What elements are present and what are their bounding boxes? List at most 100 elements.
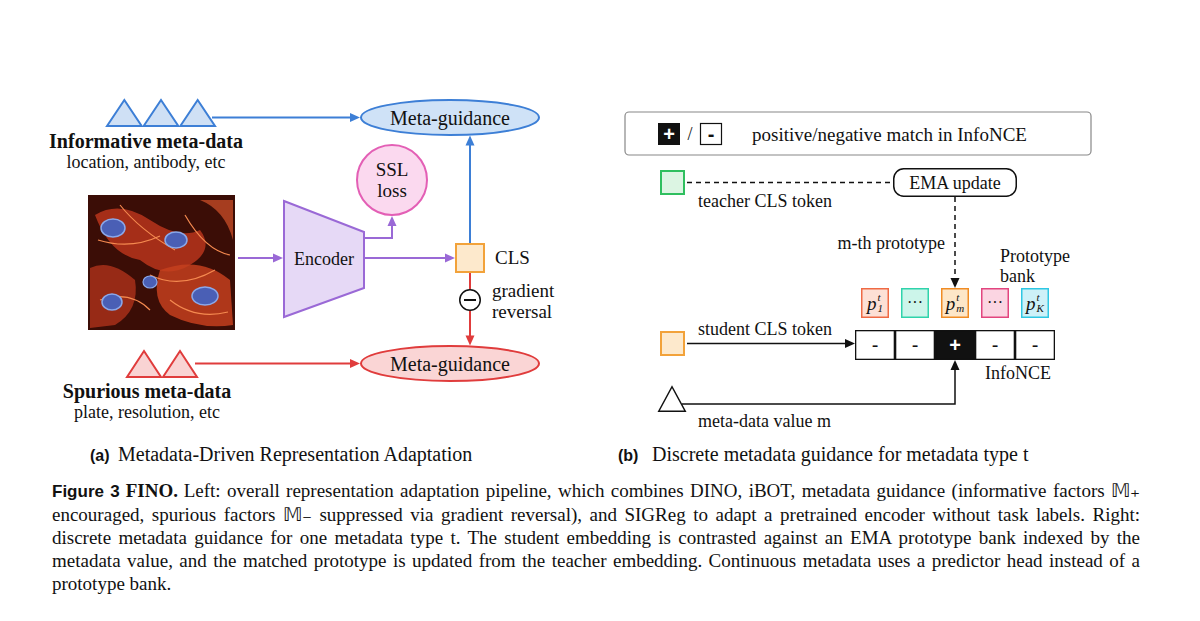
negative-swatch: [701, 124, 722, 145]
shape-outline: [126, 350, 198, 378]
prototype-box: p1t: [861, 288, 889, 318]
label-holder: teacher CLS token: [698, 191, 898, 211]
figure-caption: Left: overall representation adaptation …: [52, 480, 1140, 594]
connector-line: [365, 257, 449, 259]
ellipse-outline: [361, 346, 539, 381]
connector-line: [682, 366, 955, 404]
nucleus: [165, 232, 187, 248]
subscript: m: [956, 303, 964, 314]
label-holder: Metadata-Driven Representation Adaptatio…: [118, 443, 472, 465]
nucleus: [192, 287, 218, 305]
connector: [951, 197, 960, 288]
caption-label: FINO.: [126, 480, 178, 501]
connector-line: [365, 222, 392, 238]
label-holder: Spurious meta-data: [7, 380, 287, 402]
triangle-symbol: [163, 351, 197, 377]
connector-line: [469, 142, 471, 244]
shape-outline: [658, 386, 686, 412]
cell-micrograph: [88, 195, 235, 330]
free-label: (b): [618, 447, 638, 464]
connector-line: [954, 197, 956, 282]
box-outline: [894, 169, 1017, 197]
triangle-symbol: [107, 100, 142, 126]
infonce-row: InfoNCE--+--: [855, 330, 1055, 360]
input-line: [238, 257, 275, 259]
box-outline: [936, 331, 975, 360]
box-outline: [661, 171, 684, 194]
match-cell: -: [895, 330, 935, 360]
legend-text: positive/negative match in InfoNCE: [752, 124, 1027, 145]
match-cell: -: [1015, 330, 1055, 360]
triangle-symbol: [127, 351, 161, 377]
free-label: +: [663, 123, 675, 145]
ellipse-outline: [357, 145, 427, 215]
connector: [687, 182, 893, 183]
connector: [687, 339, 855, 348]
free-label: (a): [90, 447, 110, 464]
match-cell: -: [975, 330, 1015, 360]
minus-circle: [460, 290, 481, 311]
node-text-area: EMA update: [893, 168, 1017, 197]
connector: [466, 136, 475, 244]
prototype-box: ···: [981, 288, 1009, 318]
connector-line: [212, 117, 354, 119]
label-holder: location, antibody, etc: [6, 152, 286, 172]
label-holder: Prototype bank: [1000, 246, 1090, 286]
script-stack: mt: [956, 292, 964, 314]
connector: [470, 273, 471, 289]
process-box: EMA update: [893, 168, 1017, 197]
metadata-triangles: Informative meta-datalocation, antibody,…: [106, 99, 216, 127]
connector: [195, 359, 360, 368]
node-text-area: Encoder: [283, 200, 365, 318]
node-label: Meta-guidance: [390, 107, 510, 129]
superscript: t: [878, 292, 884, 303]
node-text-area: -: [975, 330, 1015, 360]
node-label: +: [949, 334, 961, 356]
prototype-box: pKt: [1021, 288, 1049, 318]
label-holder: -: [700, 123, 722, 145]
box-outline: [862, 289, 889, 318]
node-label: Spurious meta-data: [7, 380, 287, 402]
node-label: EMA update: [909, 173, 1001, 193]
node-label: CLS: [495, 247, 565, 268]
legend-frame: [625, 112, 1091, 155]
node-text-area: -: [855, 330, 895, 360]
box-outline: [976, 331, 1015, 360]
node-label: -: [992, 334, 999, 356]
box-outline: [896, 331, 935, 360]
node-text-area: Meta-guidance: [360, 99, 540, 136]
node-label: Meta-guidance: [390, 353, 510, 375]
caption-label: Figure 3: [52, 482, 120, 501]
superscript: t: [956, 292, 964, 303]
node-label: SSL loss: [366, 159, 418, 201]
micrograph-ground: [88, 195, 235, 330]
node-label: Encoder: [294, 249, 354, 269]
triangle-symbol: [659, 387, 686, 412]
script-stack: 1t: [878, 292, 884, 314]
box-outline: [456, 244, 484, 272]
nucleus: [102, 294, 122, 310]
node-label: -: [912, 334, 919, 356]
node-text-area: -: [1015, 330, 1055, 360]
connector-line: [687, 343, 849, 345]
label-holder: Informative meta-data: [6, 130, 286, 152]
input-arrow: [238, 254, 283, 263]
box-outline: [661, 332, 684, 355]
label-holder: gradient reversal: [492, 280, 582, 322]
arrow-head: [273, 254, 283, 263]
guidance-ellipse: Meta-guidance: [360, 345, 540, 382]
trapezoid-outline: [284, 201, 364, 317]
node-text-area: -: [895, 330, 935, 360]
shape-outline: [106, 99, 216, 127]
arrow-head: [350, 113, 360, 122]
cytoplasm: [157, 264, 233, 326]
connector: [365, 216, 397, 238]
label-holder: (b): [618, 446, 638, 466]
cytoplasm: [90, 265, 136, 328]
edge-label-holder: m-th prototype: [838, 233, 945, 253]
metadata-triangles: Spurious meta-dataplate, resolution, etc: [126, 350, 198, 378]
connector-line: [687, 182, 893, 184]
node-text-area: ···: [981, 288, 1009, 318]
prototype-symbol: p: [1026, 293, 1036, 314]
